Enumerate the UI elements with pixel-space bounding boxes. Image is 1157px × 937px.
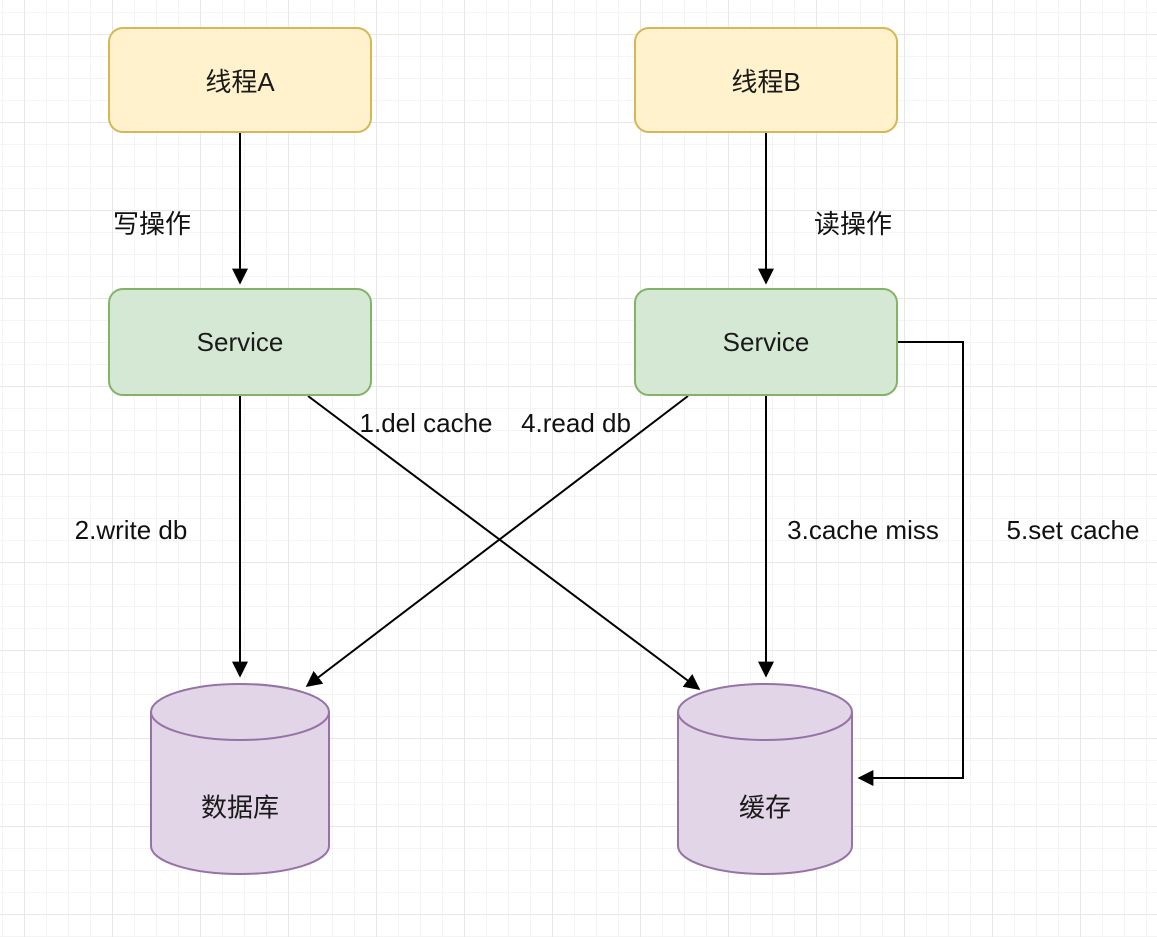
edge-label-del-cache: 1.del cache: [359, 408, 493, 438]
edge-label-write-db: 2.write db: [74, 515, 188, 545]
node-cache-label: 缓存: [738, 792, 791, 823]
node-service-a: Service: [108, 288, 372, 396]
edge-label-set-cache: 5.set cache: [1006, 515, 1140, 545]
edge-service-a-to-cache-del-cache: [307, 395, 701, 690]
node-database-label: 数据库: [200, 792, 279, 823]
node-thread-a-label: 线程A: [205, 66, 275, 97]
edge-service-b-to-cache-set-cache: [857, 341, 964, 786]
edge-label-write-op: 写操作: [112, 209, 192, 239]
node-service-a-label: Service: [196, 326, 284, 357]
node-service-b: Service: [634, 288, 898, 396]
edge-label-read-db: 4.read db: [521, 408, 631, 438]
node-thread-b-label: 线程B: [731, 66, 801, 97]
node-cache: 缓存: [677, 682, 853, 876]
edge-label-read-op: 读操作: [813, 209, 893, 239]
node-thread-b: 线程B: [634, 27, 898, 133]
node-database: 数据库: [150, 682, 330, 876]
edge-service-b-to-database-read-db: [305, 395, 689, 687]
node-thread-a: 线程A: [108, 27, 372, 133]
cache-cylinder-icon: [677, 683, 853, 875]
database-cylinder-icon: [150, 683, 330, 875]
edge-label-cache-miss: 3.cache miss: [787, 515, 939, 545]
node-service-b-label: Service: [722, 326, 810, 357]
